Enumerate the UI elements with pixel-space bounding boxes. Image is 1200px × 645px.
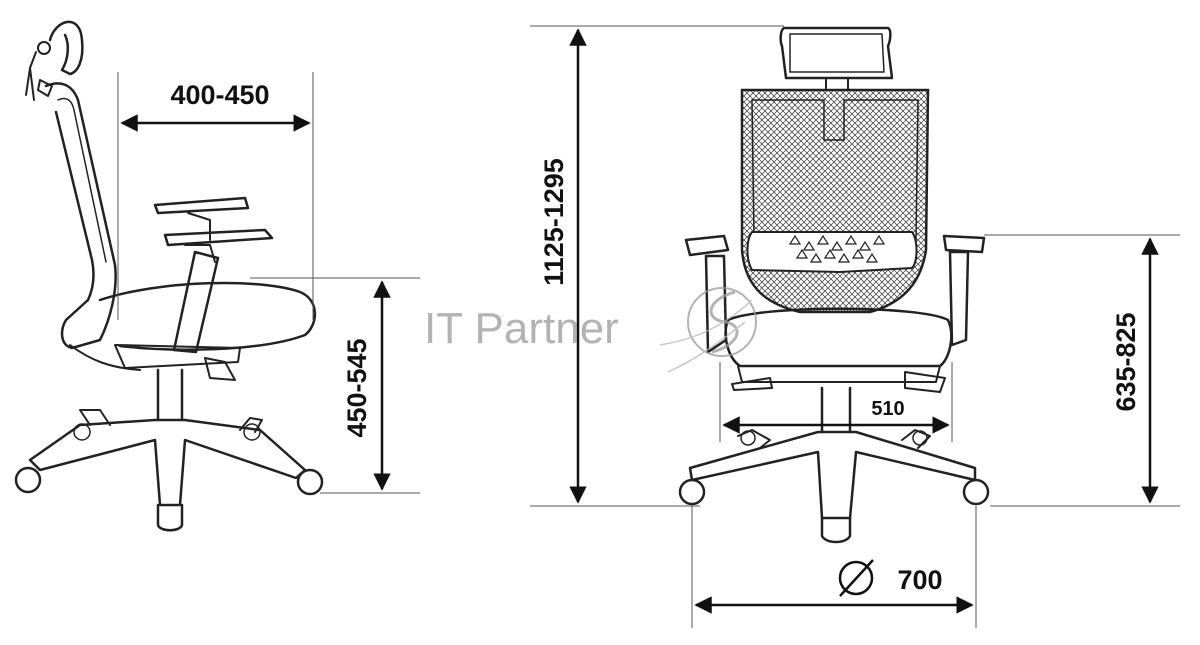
base-diameter-dimension: 700 [691, 506, 977, 628]
side-seat [98, 281, 317, 351]
front-headrest [779, 26, 894, 80]
base-diameter-label: 700 [897, 565, 942, 595]
total-height-label: 1125-1295 [539, 158, 569, 286]
front-caster [962, 478, 990, 506]
watermark-text: IT Partner [424, 304, 619, 353]
watermark: IT Partner [424, 287, 757, 373]
lumbar-support [746, 231, 918, 274]
front-caster [820, 516, 852, 544]
side-backrest [44, 82, 117, 350]
seat-depth-dimension: 400-450 [117, 72, 314, 320]
front-caster [678, 478, 706, 506]
side-caster [14, 466, 42, 494]
armrest-height-label: 635-825 [1111, 312, 1141, 411]
front-seat [724, 307, 953, 368]
seat-width-label: 510 [871, 398, 904, 420]
side-view-chair [14, 20, 324, 532]
armrest-height-dimension: 635-825 [984, 234, 1180, 507]
side-base [28, 418, 307, 507]
side-arm-post [172, 250, 220, 354]
total-height-dimension: 1125-1295 [530, 25, 784, 507]
seat-height-dimension: 450-545 [250, 277, 420, 494]
front-armrest-left [684, 234, 730, 257]
front-view-chair [678, 26, 990, 544]
diameter-symbol-icon [838, 560, 874, 596]
seat-width-dimension: 510 [719, 362, 953, 442]
seat-depth-label: 400-450 [170, 80, 269, 110]
side-headrest [48, 20, 84, 76]
front-base [688, 430, 977, 520]
seat-height-label: 450-545 [342, 338, 372, 437]
side-caster [156, 503, 184, 532]
front-armrest-right [942, 234, 986, 254]
watermark-logo-icon [659, 287, 757, 373]
side-caster [296, 468, 324, 496]
